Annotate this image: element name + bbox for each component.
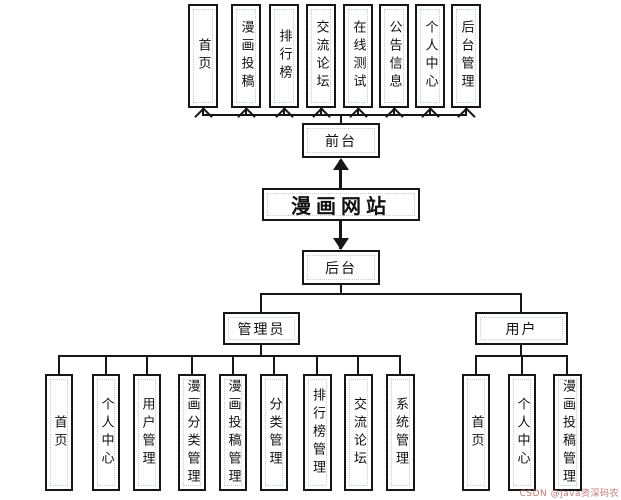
node-front: 前台 xyxy=(302,123,380,158)
arrowhead-up-icon xyxy=(457,107,476,126)
connector-drop xyxy=(357,355,359,374)
connector-rail-to-front xyxy=(340,116,342,123)
connector-back-stub xyxy=(340,285,342,294)
connector-admin-rail xyxy=(58,355,401,357)
connector-user-stub xyxy=(520,345,522,355)
node-admin-ranking-mgmt: 排行榜管理 xyxy=(303,374,332,491)
connector-drop-admin xyxy=(260,293,262,312)
connector-stub xyxy=(283,108,285,116)
node-admin-comic-submit-mgmt: 漫画投稿管理 xyxy=(219,374,247,491)
connector-drop xyxy=(399,355,401,374)
node-front-announcements: 公告信息 xyxy=(379,4,409,108)
node-user-home: 首页 xyxy=(462,374,490,491)
arrowhead-up-icon xyxy=(237,107,256,126)
node-admin-comic-category-mgmt: 漫画分类管理 xyxy=(178,374,206,491)
connector-drop xyxy=(475,355,477,374)
connector-drop xyxy=(58,355,60,374)
connector-drop xyxy=(105,355,107,374)
connector-stub xyxy=(393,108,395,116)
connector-root-to-back xyxy=(339,221,342,249)
node-admin-system-mgmt: 系统管理 xyxy=(386,374,415,491)
node-admin-home: 首页 xyxy=(45,374,73,491)
node-front-forum: 交流论坛 xyxy=(306,4,336,108)
node-admin-personal-center: 个人中心 xyxy=(92,374,120,491)
connector-drop xyxy=(191,355,193,374)
arrowhead-up-icon xyxy=(275,107,294,126)
connector-drop xyxy=(566,355,568,374)
csdn-watermark: CSDN @java资深码农 xyxy=(519,489,619,499)
connector-drop xyxy=(316,355,318,374)
node-admin-category-mgmt: 分类管理 xyxy=(260,374,288,491)
node-user-personal-center: 个人中心 xyxy=(508,374,536,491)
arrowhead-up-icon xyxy=(421,107,440,126)
arrowhead-down-icon xyxy=(333,238,349,250)
arrowhead-up-icon xyxy=(385,107,404,126)
connector-stub xyxy=(357,108,359,116)
node-user: 用户 xyxy=(475,312,568,345)
connector-front-rail xyxy=(202,114,467,116)
arrowhead-up-icon xyxy=(194,107,213,126)
connector-stub xyxy=(465,108,467,116)
connector-root-to-front xyxy=(339,160,342,188)
node-root-title: 漫画网站 xyxy=(262,188,420,221)
connector-stub xyxy=(320,108,322,116)
arrowhead-up-icon xyxy=(333,158,349,170)
connector-back-rail xyxy=(260,293,522,295)
connector-drop xyxy=(232,355,234,374)
connector-stub xyxy=(429,108,431,116)
connector-stub xyxy=(202,108,204,116)
connector-drop xyxy=(521,355,523,374)
connector-drop xyxy=(146,355,148,374)
node-back: 后台 xyxy=(302,250,380,285)
connector-admin-stub xyxy=(260,345,262,355)
connector-drop-user xyxy=(520,293,522,312)
node-front-ranking: 排行榜 xyxy=(269,4,299,108)
node-admin: 管理员 xyxy=(223,312,300,345)
node-admin-forum: 交流论坛 xyxy=(344,374,373,491)
node-user-comic-submit-mgmt: 漫画投稿管理 xyxy=(553,374,582,491)
connector-stub xyxy=(245,108,247,116)
node-front-comic-submit: 漫画投稿 xyxy=(231,4,261,108)
node-front-admin-panel: 后台管理 xyxy=(451,4,481,108)
node-front-personal-center: 个人中心 xyxy=(415,4,445,108)
node-front-online-test: 在线测试 xyxy=(343,4,373,108)
node-admin-user-mgmt: 用户管理 xyxy=(133,374,161,491)
connector-drop xyxy=(273,355,275,374)
node-front-home: 首页 xyxy=(188,4,218,108)
